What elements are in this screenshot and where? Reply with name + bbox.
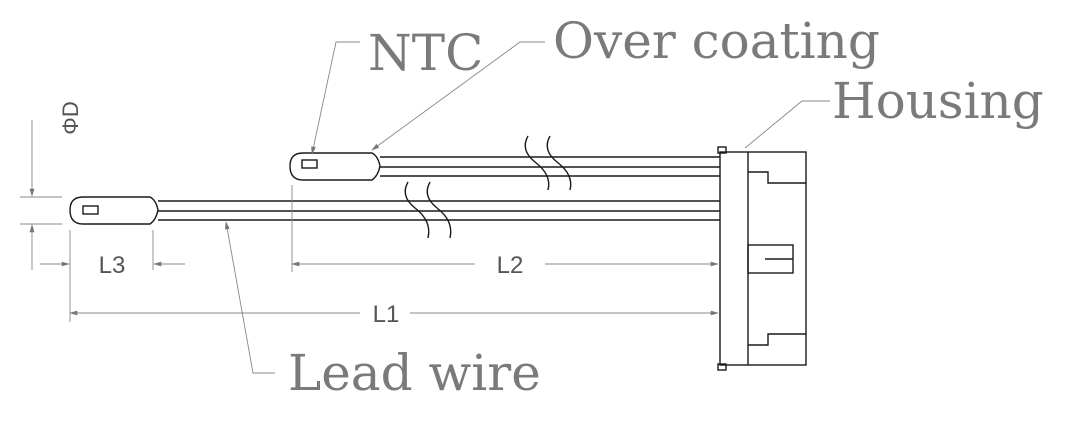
housing-connector <box>717 146 807 371</box>
l3-dimension: L3 <box>40 230 185 322</box>
lower-sensor <box>69 181 720 239</box>
l1-dimension: L1 <box>69 301 719 328</box>
l2-label: L2 <box>497 252 524 279</box>
l1-label: L1 <box>373 301 400 328</box>
l3-label: L3 <box>99 252 126 279</box>
lower-wire-break <box>404 181 430 239</box>
housing-leader <box>744 100 830 149</box>
l2-dimension: L2 <box>291 185 719 279</box>
upper-sensor-head <box>289 152 381 181</box>
lower-wire-break-2 <box>426 181 452 239</box>
diameter-label: ΦD <box>58 101 83 134</box>
over-coating-label: Over coating <box>553 12 880 70</box>
housing-label: Housing <box>832 72 1044 130</box>
lower-sensor-head <box>69 196 159 225</box>
ntc-label: NTC <box>368 24 483 82</box>
upper-sensor <box>289 135 720 191</box>
over-coating-leader <box>371 41 545 151</box>
callout-leaders <box>224 41 830 374</box>
lead-wire-label: Lead wire <box>288 344 541 402</box>
housing-pin-bottom <box>717 363 727 371</box>
housing-pin-top <box>717 146 727 154</box>
upper-wire-break <box>524 135 550 191</box>
ntc-leader <box>311 41 360 155</box>
lead-wire-leader <box>224 221 275 374</box>
upper-wire-break-2 <box>546 135 572 191</box>
upper-ntc-chip <box>301 159 318 169</box>
lower-ntc-chip <box>82 205 99 215</box>
diameter-dimension: ΦD <box>20 101 83 270</box>
housing-body <box>719 151 807 366</box>
